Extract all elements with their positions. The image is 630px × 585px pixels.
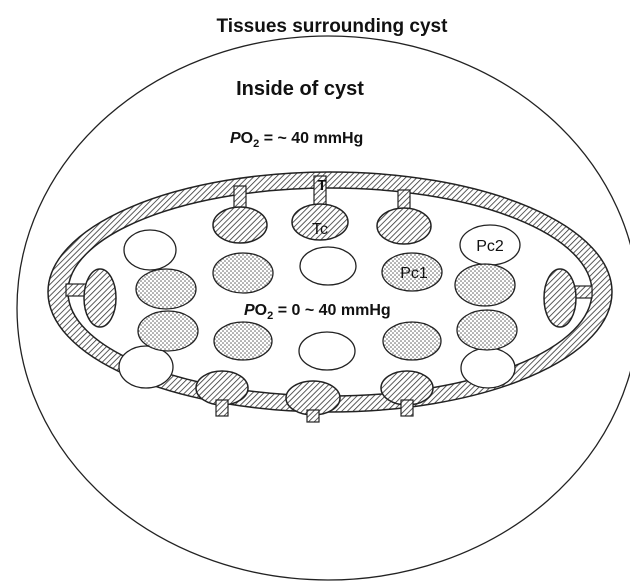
po2-inner-value: = 0 ~ 40 mmHg bbox=[273, 302, 390, 319]
pc2-label: Pc2 bbox=[476, 238, 504, 255]
po2-cyst-o: O bbox=[241, 130, 253, 147]
pc1-label: Pc1 bbox=[400, 265, 428, 282]
tc-label: Tc bbox=[312, 221, 328, 238]
t-label: T bbox=[317, 177, 326, 194]
po2-cyst-p: P bbox=[230, 130, 241, 147]
inside-of-cyst-label: Inside of cyst bbox=[236, 78, 364, 100]
diagram-title: Tissues surrounding cyst bbox=[217, 16, 449, 37]
po2-inner-p: P bbox=[244, 302, 255, 319]
po2-cyst-value: = ~ 40 mmHg bbox=[259, 130, 363, 147]
po2-inner-o: O bbox=[255, 302, 267, 319]
